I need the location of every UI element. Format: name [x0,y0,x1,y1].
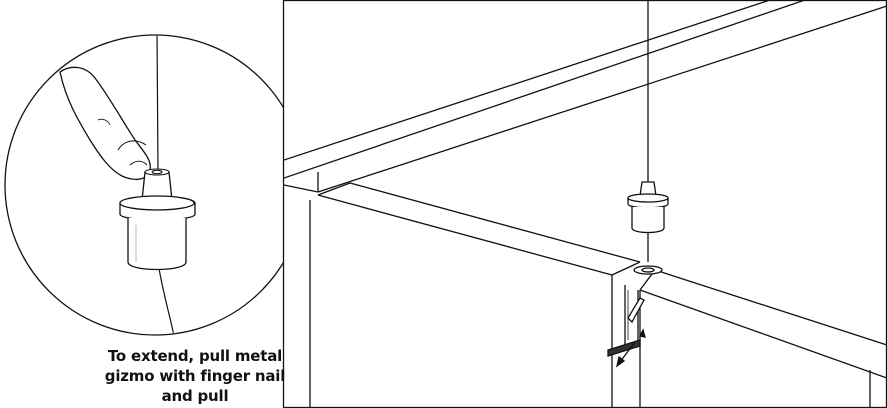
detail-inset [4,34,306,336]
main-illustration [282,0,887,408]
picture-hook [607,265,663,357]
cable-lower [157,261,177,334]
caption-line-3: and pull [161,387,229,405]
caption-line-2: gizmo with finger nail [104,367,286,385]
pull-arrow [615,328,646,368]
cable-gripper-closeup [119,168,196,271]
cable-upper [156,36,159,173]
caption-line-1: To extend, pull metal [107,347,283,365]
instruction-caption: To extend, pull metal gizmo with finger … [80,346,310,406]
wall-panel [309,182,886,407]
cable-gripper [627,181,669,234]
main-panel-frame [282,0,887,408]
ceiling-track [284,1,886,193]
